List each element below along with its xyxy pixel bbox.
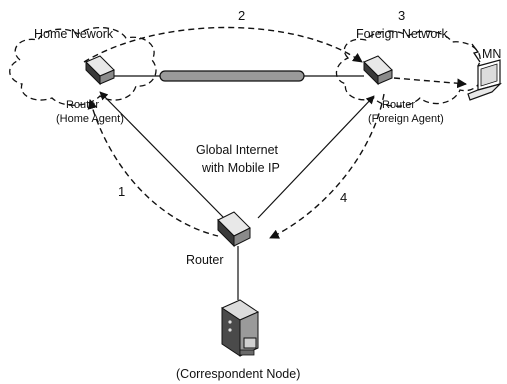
central-router-icon: [217, 211, 251, 248]
step-1-label: 1: [118, 184, 125, 199]
foreign-agent-label: (Foreign Agent): [368, 113, 444, 125]
step-4-label: 4: [340, 190, 347, 205]
foreign-router-label: Router: [382, 99, 415, 111]
arrow-1-dashed: [87, 99, 219, 237]
correspondent-node-server-icon: [220, 299, 260, 357]
arrow-4-dashed: [269, 93, 385, 239]
internet-label-line1: Global Internet: [196, 143, 279, 157]
home-agent-router-icon: [85, 55, 115, 86]
home-agent-label: (Home Agent): [56, 113, 124, 125]
foreign-agent-router-icon: [363, 55, 393, 86]
router-label: Router: [186, 253, 224, 267]
internet-label-line2: with Mobile IP: [201, 161, 280, 175]
arrow-4-solid: [257, 95, 375, 219]
step-3-label: 3: [398, 8, 405, 23]
home-router-label: Router: [66, 99, 99, 111]
arrow-3-dashed: [393, 77, 467, 89]
mn-label: MN: [482, 47, 501, 61]
laptop-icon: [467, 59, 503, 101]
foreign-network-cloud: [335, 30, 483, 107]
correspondent-node-label: (Correspondent Node): [176, 367, 300, 381]
home-network-cloud: [9, 27, 157, 106]
tunnel: [159, 70, 305, 82]
home-network-label: Home Nework: [34, 27, 114, 41]
foreign-network-label: Foreign Network: [356, 27, 448, 41]
step-2-label: 2: [238, 8, 245, 23]
wireless-signal-icon: [471, 43, 481, 63]
arrow-2-dashed: [83, 26, 363, 63]
arrow-1-solid: [99, 91, 225, 219]
